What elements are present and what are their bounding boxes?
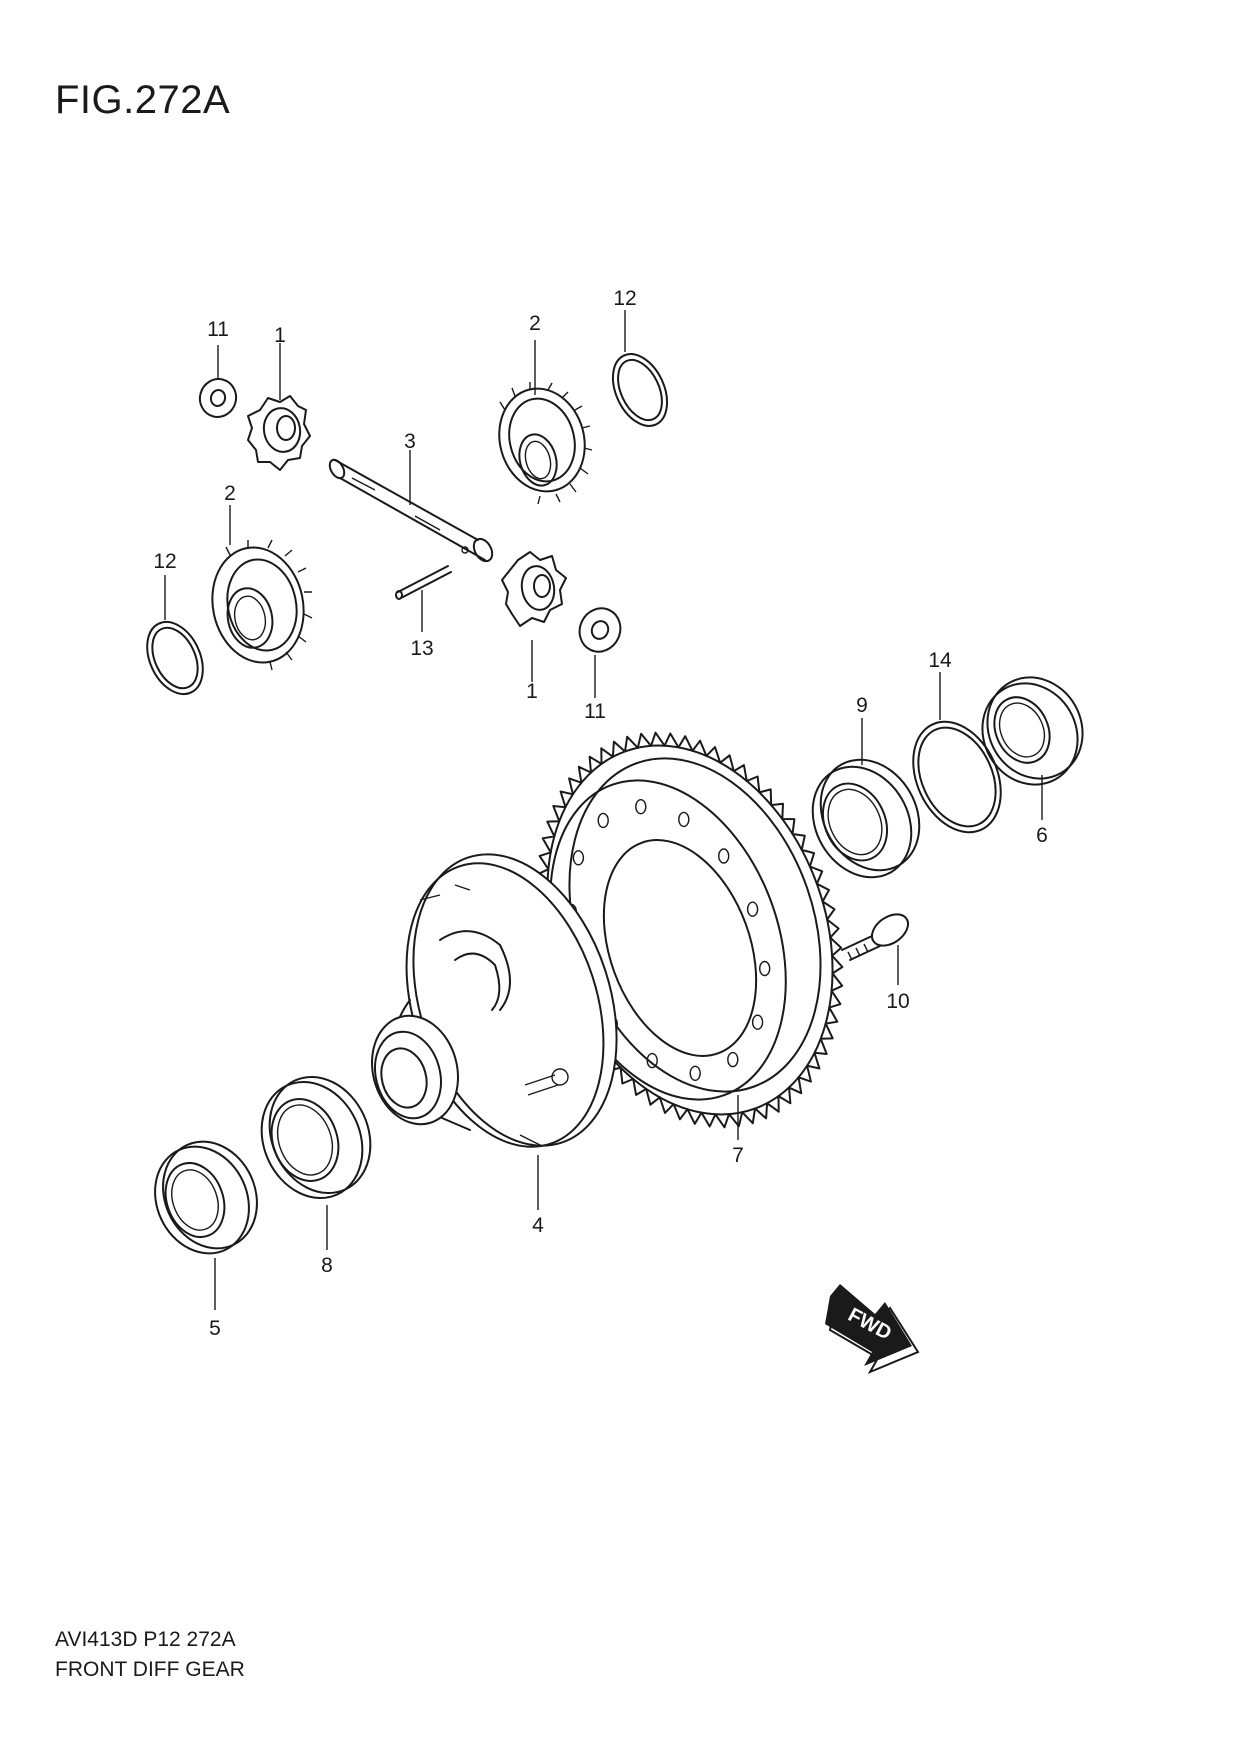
callout-7: 7 <box>732 1144 744 1167</box>
part-13-lock-pin <box>395 565 452 600</box>
callout-3: 3 <box>404 430 416 453</box>
figure-title: FIG.272A <box>55 78 231 122</box>
callout-11: 11 <box>584 700 606 723</box>
callout-4: 4 <box>532 1214 544 1237</box>
part-11-washer-lower <box>578 607 622 653</box>
leader-lines <box>164 310 1043 1310</box>
part-12-washer-upper <box>611 353 669 427</box>
ring-gear-bolt-hole <box>759 960 771 977</box>
part-10-bolt <box>841 913 910 961</box>
callout-14: 14 <box>928 649 952 672</box>
part-1-pinion-gear-lower <box>501 551 567 627</box>
part-11-washer-upper <box>198 378 238 418</box>
part-3-pinion-shaft <box>328 458 494 563</box>
part-5-oil-seal-left <box>154 1140 258 1255</box>
callout-2: 2 <box>224 482 236 505</box>
callout-6: 6 <box>1036 824 1048 847</box>
ring-gear-bolt-hole <box>646 1052 658 1069</box>
callout-12: 12 <box>613 287 636 310</box>
part-12-washer-lower <box>146 620 204 696</box>
callout-11: 11 <box>207 318 229 341</box>
ring-gear-bolt-hole <box>678 811 690 828</box>
callout-13: 13 <box>410 637 433 660</box>
ring-gear-bolt-hole <box>635 799 647 815</box>
callout-1: 1 <box>526 680 538 703</box>
part-2-side-gear-lower <box>211 539 313 671</box>
part-1-pinion-gear-upper <box>247 395 311 471</box>
ring-gear-bolt-hole <box>597 812 609 829</box>
figure-name: FRONT DIFF GEAR <box>55 1658 245 1681</box>
ring-gear-bolt-hole <box>718 848 730 864</box>
part-7-ring-gear <box>536 731 844 1129</box>
ring-gear-bolt-hole <box>727 1051 739 1068</box>
callout-10: 10 <box>886 990 909 1013</box>
fwd-direction-arrow: FWD <box>825 1284 920 1375</box>
callout-5: 5 <box>209 1317 221 1340</box>
ring-gear-bolt-hole <box>746 901 759 917</box>
part-8-bearing-left <box>260 1075 372 1200</box>
callout-1: 1 <box>274 324 286 347</box>
callout-12: 12 <box>153 550 176 573</box>
callout-9: 9 <box>856 694 868 717</box>
ring-gear-bolt-hole <box>751 1014 764 1030</box>
part-9-bearing-right <box>811 758 921 879</box>
part-4-differential-case <box>371 853 618 1148</box>
part-6-oil-seal-right <box>981 676 1084 786</box>
ring-gear-bolt-hole <box>689 1065 701 1082</box>
figure-code: AVI413D P12 272A <box>55 1628 236 1651</box>
ring-gear-bolt-hole <box>572 850 585 866</box>
callout-8: 8 <box>321 1254 333 1277</box>
callout-2: 2 <box>529 312 541 335</box>
callout-numbers: 11 1 2 12 3 2 12 13 1 11 14 9 6 10 7 4 8… <box>153 287 1048 1340</box>
part-2-side-gear-upper <box>498 382 593 505</box>
